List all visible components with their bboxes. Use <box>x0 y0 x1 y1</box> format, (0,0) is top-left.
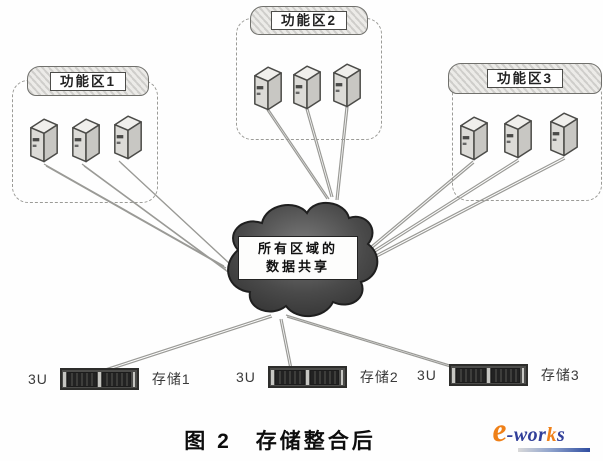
storage-3-size-label: 3U <box>417 367 437 383</box>
rack-panel <box>102 371 132 387</box>
rack-divider <box>98 371 101 387</box>
storage-1-size-label: 3U <box>28 371 48 387</box>
rack-ear <box>271 369 274 385</box>
server-icon <box>114 115 142 160</box>
cloud-label: 所有区域的 数据共享 <box>238 236 358 280</box>
rack-ear <box>340 369 344 385</box>
functional-zone-2: 功能区2 <box>236 6 382 140</box>
rack-divider <box>487 367 490 383</box>
rack-panel <box>310 369 340 385</box>
server-icon <box>293 65 321 110</box>
rack-ear <box>521 367 525 383</box>
rack-ear <box>132 371 136 387</box>
storage-unit-3: 3U 存储3 <box>417 364 580 386</box>
rack-divider <box>306 369 309 385</box>
rack-panel <box>456 367 486 383</box>
cloud-label-line2: 数据共享 <box>265 259 330 274</box>
rack-ear <box>452 367 455 383</box>
server-icon <box>460 116 488 161</box>
storage-3-name: 存储3 <box>540 367 580 383</box>
logo-word-k: k <box>546 424 557 446</box>
zone-2-label: 功能区2 <box>270 11 347 30</box>
server-icon <box>504 114 532 159</box>
figure-caption: 图 2 存储整合后 <box>184 430 376 453</box>
zone-1-label: 功能区1 <box>49 71 126 91</box>
server-icon <box>550 112 578 157</box>
logo-word-part2: s <box>556 424 566 446</box>
shared-data-cloud: 所有区域的 数据共享 <box>212 192 380 324</box>
cloud-label-line1: 所有区域的 <box>257 241 338 256</box>
zone-3-label: 功能区3 <box>486 69 563 88</box>
storage-rack-icon <box>59 368 139 390</box>
storage-2-name: 存储2 <box>359 369 399 385</box>
storage-rack-icon <box>267 366 347 388</box>
rack-ear <box>63 371 66 387</box>
storage-unit-2: 3U 存储2 <box>236 366 399 388</box>
logo-word-part1: -wor <box>506 424 547 446</box>
storage-rack-icon <box>448 364 528 386</box>
functional-zone-3: 功能区3 <box>448 63 602 201</box>
logo-underline-bar <box>518 448 590 452</box>
logo-e-swoosh-icon: e <box>490 412 509 450</box>
storage-unit-1: 3U 存储1 <box>28 368 191 390</box>
zone-2-banner: 功能区2 <box>250 6 368 35</box>
zone-1-banner: 功能区1 <box>27 66 149 96</box>
rack-panel <box>491 367 521 383</box>
server-icon <box>30 118 58 163</box>
zone-3-banner: 功能区3 <box>448 63 602 94</box>
storage-2-size-label: 3U <box>236 369 256 385</box>
functional-zone-1: 功能区1 <box>12 66 158 203</box>
storage-1-name: 存储1 <box>151 371 191 387</box>
server-icon <box>72 118 100 163</box>
server-icon <box>254 66 282 111</box>
rack-panel <box>67 371 97 387</box>
server-icon <box>333 63 361 108</box>
rack-panel <box>275 369 305 385</box>
